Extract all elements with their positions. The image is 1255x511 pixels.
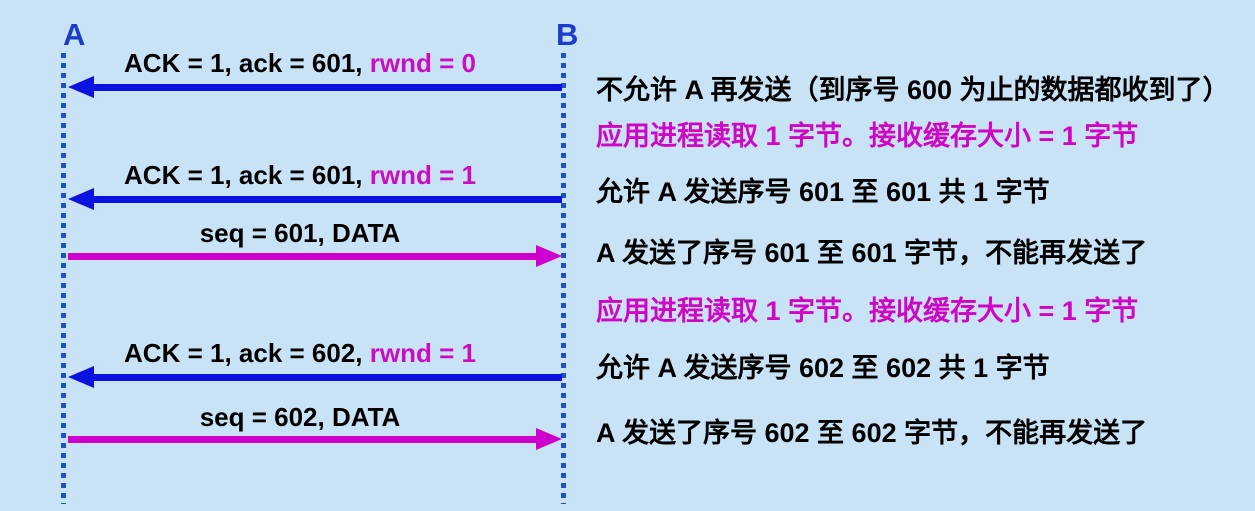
message-3-arrow-right-icon (68, 245, 562, 267)
annotation-app-reads-1-byte-2: 应用进程读取 1 字节。接收缓存大小 = 1 字节 (596, 296, 1139, 326)
annotation-allow-send-601: 允许 A 发送序号 601 至 601 共 1 字节 (596, 177, 1050, 207)
message-2-rwnd-text: rwnd = 1 (369, 160, 476, 190)
host-a-lifeline (61, 53, 66, 504)
annotation-allow-send-602: 允许 A 发送序号 602 至 602 共 1 字节 (596, 353, 1050, 383)
message-4-arrow-left-icon (68, 366, 562, 388)
message-4-rwnd-text: rwnd = 1 (369, 338, 476, 368)
message-3-text: seq = 601, DATA (199, 218, 401, 248)
message-2-arrow-left-icon (68, 188, 562, 210)
annotation-sent-601: A 发送了序号 601 至 601 字节，不能再发送了 (596, 238, 1148, 268)
message-1-rwnd-text: rwnd = 0 (369, 48, 476, 78)
message-4-label: ACK = 1, ack = 602, rwnd = 1 (68, 338, 532, 368)
annotation-sent-602: A 发送了序号 602 至 602 字节，不能再发送了 (596, 418, 1148, 448)
message-1-label: ACK = 1, ack = 601, rwnd = 0 (68, 48, 532, 78)
annotation-app-reads-1-byte: 应用进程读取 1 字节。接收缓存大小 = 1 字节 (596, 121, 1139, 151)
host-b-label: B (556, 17, 579, 52)
message-3-label: seq = 601, DATA (68, 218, 532, 248)
arrow-shaft (68, 253, 542, 260)
host-a-label: A (63, 17, 86, 52)
message-1-text: ACK = 1, ack = 601, (124, 48, 370, 78)
arrowhead-left-icon (68, 188, 94, 210)
arrowhead-left-icon (68, 366, 94, 388)
message-2-label: ACK = 1, ack = 601, rwnd = 1 (68, 160, 532, 190)
message-2-text: ACK = 1, ack = 601, (124, 160, 370, 190)
annotation-no-more-send: 不允许 A 再发送（到序号 600 为止的数据都收到了） (596, 75, 1230, 105)
message-4-text: ACK = 1, ack = 602, (124, 338, 370, 368)
arrow-shaft (88, 84, 562, 91)
arrowhead-left-icon (68, 76, 94, 98)
message-5-label: seq = 602, DATA (68, 402, 532, 432)
message-5-arrow-right-icon (68, 428, 562, 450)
arrow-shaft (88, 196, 562, 203)
host-b-lifeline (561, 53, 566, 504)
arrow-shaft (88, 374, 562, 381)
message-5-text: seq = 602, DATA (199, 402, 401, 432)
message-1-arrow-left-icon (68, 76, 562, 98)
arrowhead-right-icon (536, 428, 562, 450)
arrow-shaft (68, 436, 542, 443)
arrowhead-right-icon (536, 245, 562, 267)
